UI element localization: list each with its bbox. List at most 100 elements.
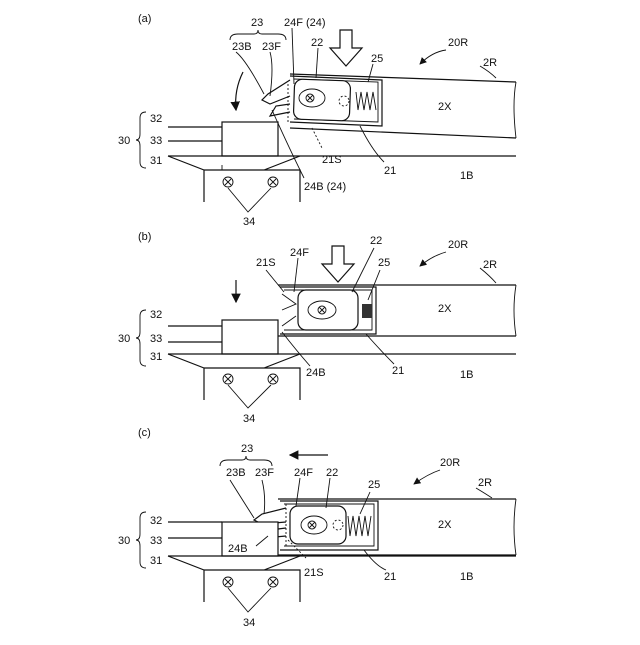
label-25: 25 (378, 257, 390, 269)
label-2R: 2R (483, 57, 497, 69)
label-24B: 24B (24) (304, 181, 346, 193)
bracket-30 (136, 310, 146, 366)
pin-34-left-x (225, 376, 231, 382)
leader-34 (228, 588, 271, 612)
label-33: 33 (150, 535, 162, 547)
rail-break (514, 285, 516, 336)
label-1B: 1B (460, 170, 473, 182)
base-31 (168, 354, 300, 400)
claw-23 (282, 294, 296, 326)
bracket-30 (136, 512, 146, 568)
label-31: 31 (150, 155, 162, 167)
curved-down-arrow (236, 72, 243, 110)
leader-34 (228, 385, 271, 408)
panel-a-tag: (a) (138, 13, 151, 25)
label-24F: 24F (24) (284, 17, 326, 29)
label-2R: 2R (478, 477, 492, 489)
pin-34-right-x (270, 376, 276, 382)
label-23: 23 (251, 17, 263, 29)
bracket-30 (136, 112, 146, 168)
lock-block-32 (222, 320, 278, 354)
arrow-20R (420, 252, 446, 266)
leader-22 (316, 48, 318, 78)
label-32: 32 (150, 113, 162, 125)
leader-21 (366, 334, 394, 364)
leader-23F (262, 480, 265, 514)
label-2X: 2X (438, 101, 452, 113)
label-1B: 1B (460, 369, 473, 381)
leader-22 (326, 478, 330, 508)
leader-21 (364, 550, 386, 570)
pin-34-right-x (270, 579, 276, 585)
spring-25 (348, 516, 371, 536)
label-20R: 20R (448, 239, 468, 251)
label-30: 30 (118, 135, 130, 147)
label-30: 30 (118, 535, 130, 547)
bracket-23 (230, 30, 286, 40)
panel-a: (a) 23 23B 23F 24F (24) 22 25 20R 2R 2X (118, 13, 516, 228)
spring-25-compressed (362, 304, 372, 318)
plunger-22 (298, 290, 358, 330)
claw-23F (262, 80, 290, 104)
arrow-20R (414, 470, 440, 484)
label-23F: 23F (255, 467, 274, 479)
label-23B: 23B (226, 467, 246, 479)
label-2X: 2X (438, 519, 452, 531)
panel-b: (b) 21S 24F 22 25 20R 2R 2X (118, 231, 516, 425)
label-23F: 23F (262, 41, 281, 53)
label-33: 33 (150, 135, 162, 147)
label-21: 21 (392, 365, 404, 377)
leader-2R (476, 488, 492, 498)
label-20R: 20R (440, 457, 460, 469)
pin-34-right-x (270, 179, 276, 185)
label-21S: 21S (304, 567, 324, 579)
panel-c-tag: (c) (138, 427, 151, 439)
leader-24F (296, 478, 300, 506)
rail-break (514, 499, 516, 555)
label-34: 34 (243, 413, 255, 425)
plunger-22 (293, 79, 350, 121)
leader-23F (270, 52, 272, 96)
label-24B: 24B (306, 367, 326, 379)
label-2R: 2R (483, 259, 497, 271)
label-32: 32 (150, 515, 162, 527)
label-21S: 21S (256, 257, 276, 269)
leader-34 (228, 188, 271, 212)
panel-c: (c) 23 23B 23F 24F 22 25 20R 2R 2X (118, 427, 516, 629)
label-25: 25 (368, 479, 380, 491)
label-31: 31 (150, 351, 162, 363)
label-22: 22 (370, 235, 382, 247)
panel-b-tag: (b) (138, 231, 151, 243)
rail-break (514, 82, 516, 138)
lock-block-32 (222, 122, 278, 156)
plunger-22 (290, 506, 346, 544)
claw-23B (270, 104, 290, 116)
bracket-23 (220, 456, 272, 466)
label-33: 33 (150, 333, 162, 345)
leader-24B (282, 332, 310, 366)
rail-bottom-edge (290, 128, 516, 138)
label-31: 31 (150, 555, 162, 567)
pin-34-left-x (225, 579, 231, 585)
leader-23B (236, 52, 264, 94)
label-30: 30 (118, 333, 130, 345)
label-21: 21 (384, 571, 396, 583)
label-23: 23 (241, 443, 253, 455)
label-20R: 20R (448, 37, 468, 49)
push-arrow (330, 30, 362, 66)
pin-34-left-x (225, 179, 231, 185)
spring-25 (356, 92, 376, 110)
label-2X: 2X (438, 303, 452, 315)
leader-25 (360, 492, 370, 514)
label-23B: 23B (232, 41, 252, 53)
arrow-20R (420, 50, 446, 64)
label-32: 32 (150, 309, 162, 321)
label-34: 34 (243, 216, 255, 228)
leader-21S (266, 270, 284, 292)
label-22: 22 (311, 37, 323, 49)
label-24F: 24F (294, 467, 313, 479)
label-24F: 24F (290, 247, 309, 259)
label-22: 22 (326, 467, 338, 479)
